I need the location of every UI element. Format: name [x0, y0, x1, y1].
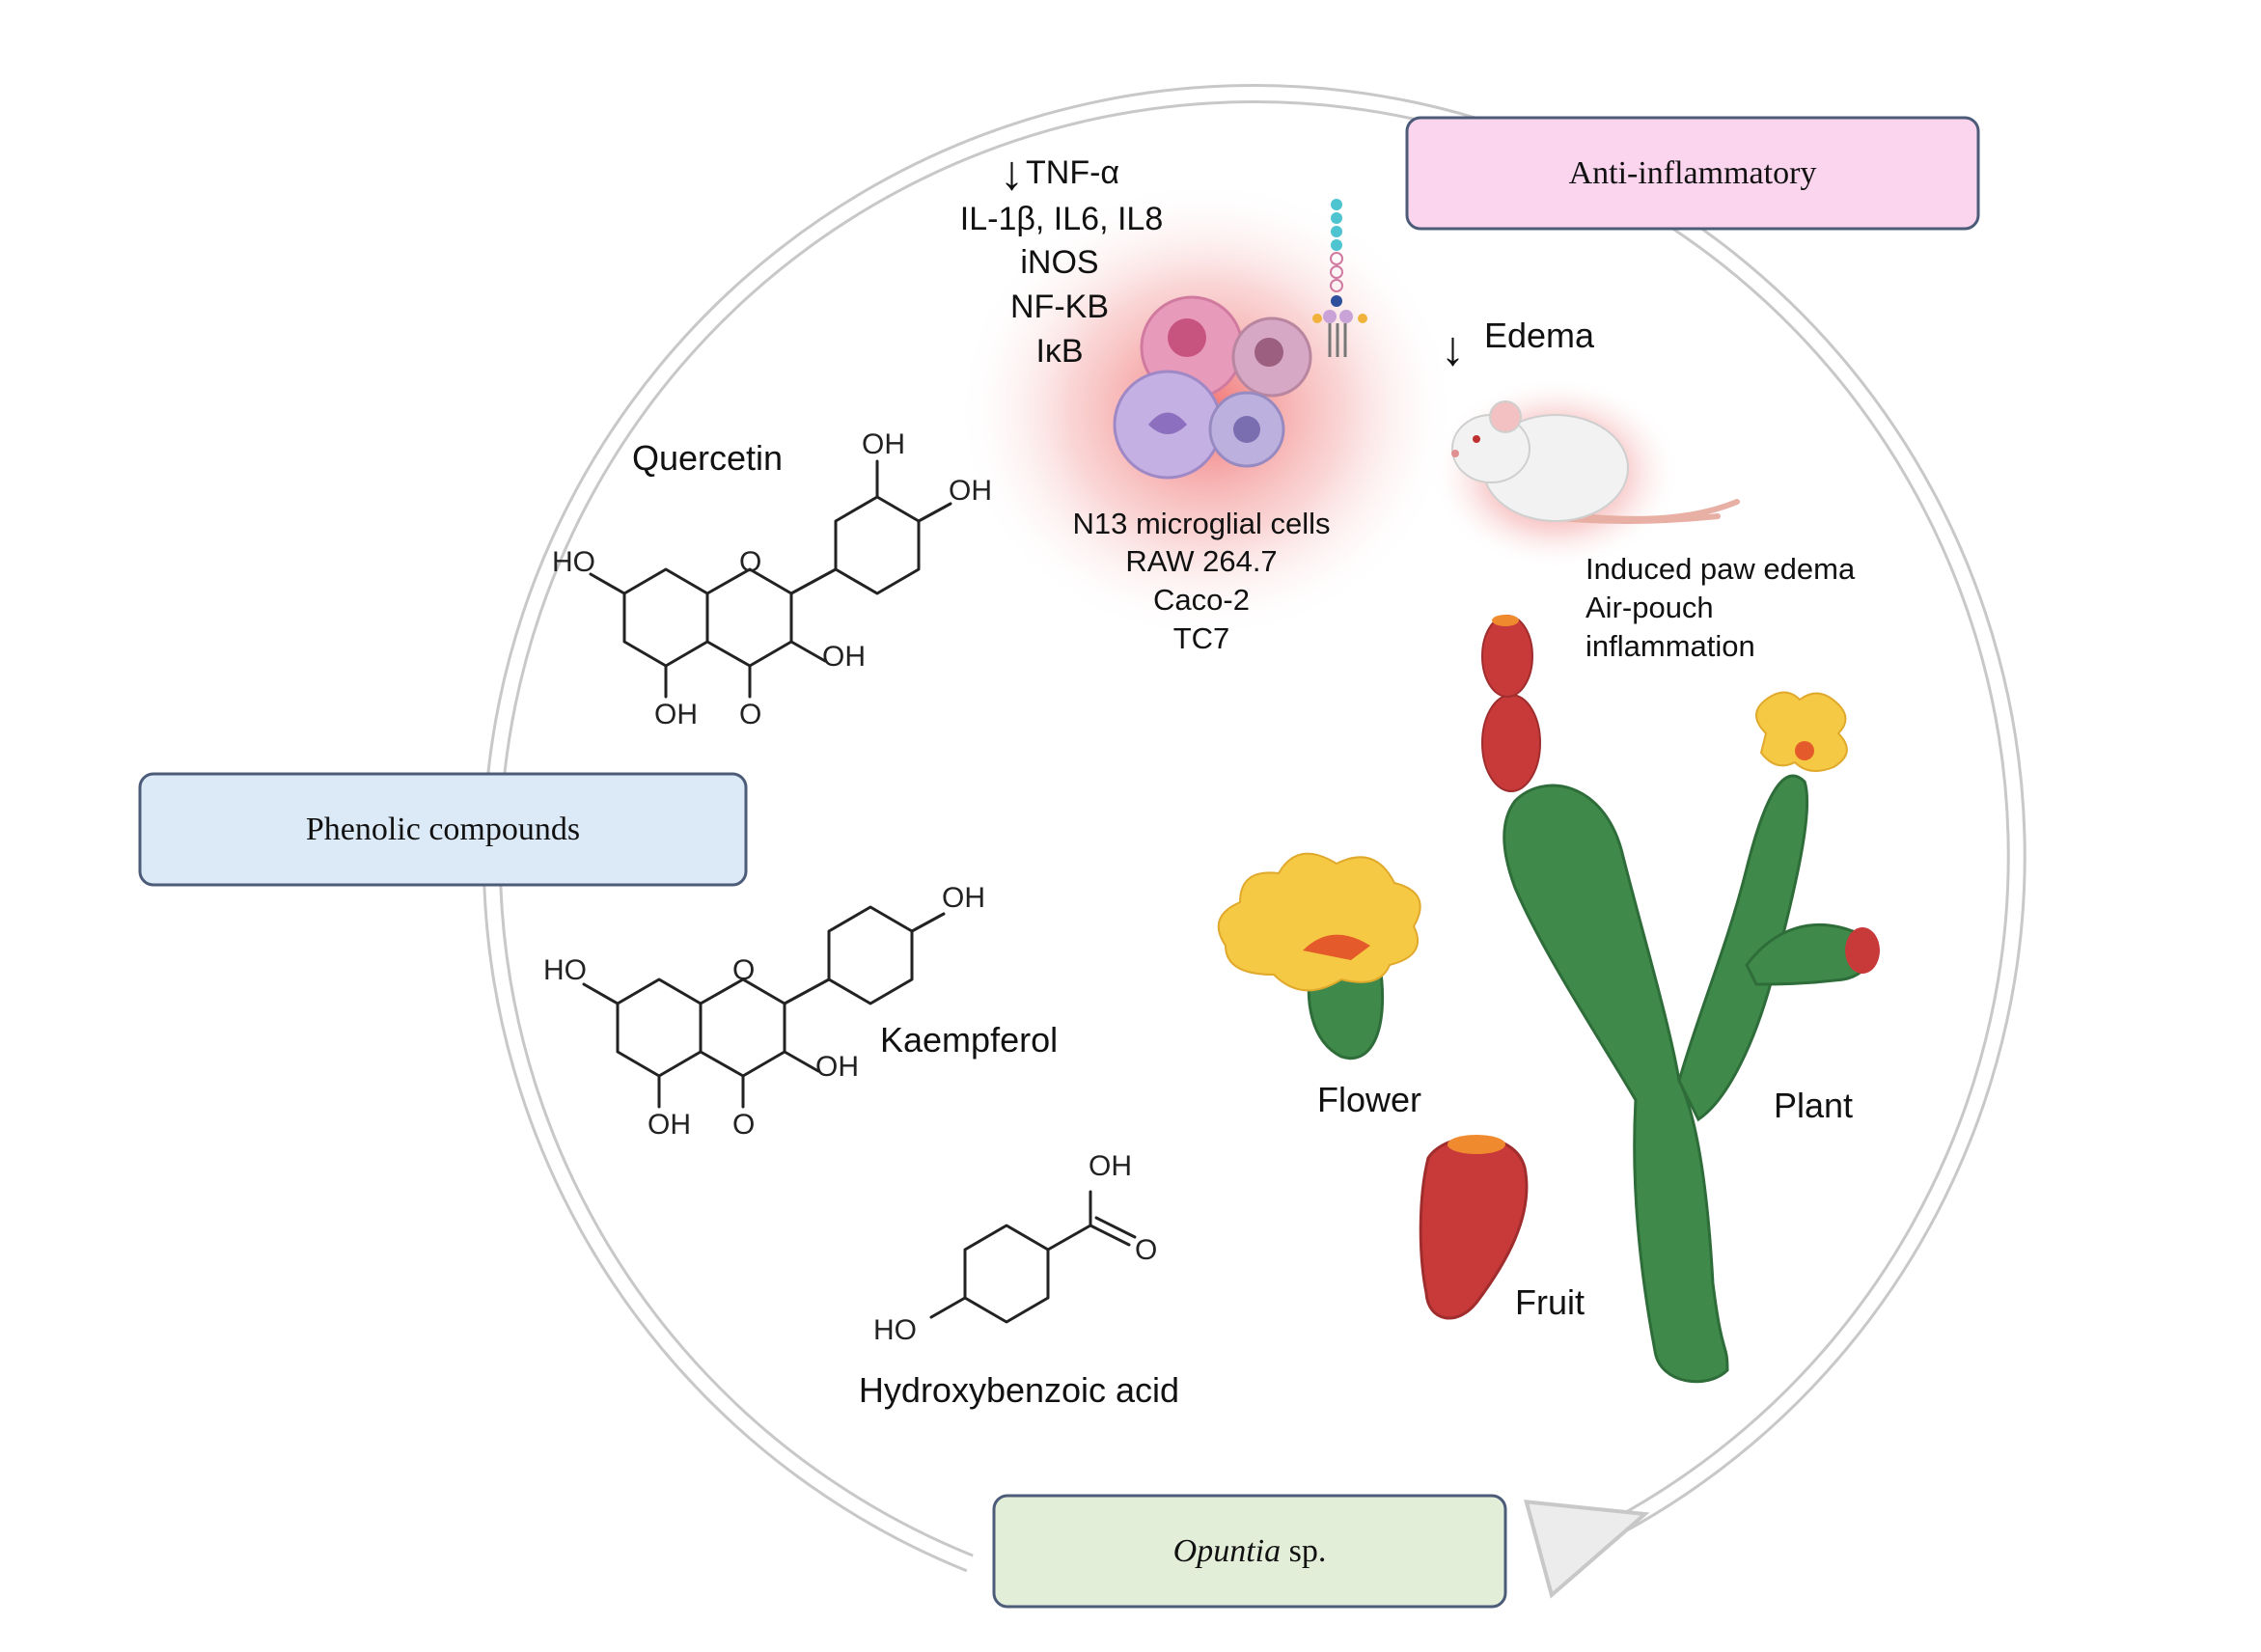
nfkb-label: NF-KB [1010, 289, 1109, 325]
hydroxybenzoic-label: Hydroxybenzoic acid [859, 1370, 1179, 1410]
animal-model-2: inflammation [1585, 629, 1755, 663]
flower-icon: Flower [1217, 852, 1421, 1119]
animal-models: Induced paw edema Air-pouch inflammation [1585, 552, 1856, 663]
h-ho-left: HO [873, 1314, 917, 1346]
cell-line-2: Caco-2 [1153, 583, 1250, 617]
edema-label: Edema [1484, 316, 1595, 355]
edema-arrow: ↓ [1441, 321, 1465, 375]
quercetin-structure: Quercetin OH OH HO O OH O OH [552, 428, 992, 730]
opuntia-box: Opuntia sp. [992, 1494, 1507, 1609]
cell-line-0: N13 microglial cells [1072, 507, 1330, 540]
opuntia-label: Opuntia sp. [1173, 1533, 1327, 1569]
h-carbonyl-o: O [1135, 1234, 1157, 1266]
k-carbonyl-o: O [732, 1109, 755, 1141]
k-ring-o: O [732, 954, 755, 986]
anti-inflammatory-label: Anti-inflammatory [1569, 155, 1817, 191]
phenolic-compounds-box: Phenolic compounds [138, 772, 748, 887]
ikb-label: IκB [1035, 333, 1083, 370]
kaempferol-label: Kaempferol [880, 1020, 1058, 1060]
kaempferol-structure: OH HO O OH O OH Kaempferol [543, 882, 1058, 1141]
animal-model-0: Induced paw edema [1585, 552, 1856, 586]
hydroxybenzoic-acid-structure: OH O HO Hydroxybenzoic acid [859, 1150, 1179, 1410]
q-oh-right: OH [949, 475, 992, 507]
q-ring-o: O [739, 546, 761, 578]
tnf-arrow: ↓ [1000, 146, 1024, 200]
phenolic-compounds-label: Phenolic compounds [306, 812, 580, 847]
k-oh-3: OH [815, 1051, 859, 1083]
cell-lines: N13 microglial cells RAW 264.7 Caco-2 TC… [1072, 507, 1330, 655]
cytokines-label: IL-1β, IL6, IL8 [960, 201, 1163, 237]
fruit-icon: Fruit [1419, 1135, 1585, 1322]
cycle-arrow [482, 84, 2027, 1599]
q-oh-top: OH [862, 428, 905, 460]
k-ho-left: HO [543, 954, 587, 986]
opuntia-genus: Opuntia [1173, 1533, 1281, 1569]
receptor-icon [1312, 199, 1367, 357]
quercetin-label: Quercetin [632, 438, 783, 478]
q-oh-5: OH [654, 699, 698, 730]
cell-line-1: RAW 264.7 [1125, 544, 1277, 578]
k-oh-5: OH [648, 1109, 691, 1141]
mouse-icon [1430, 376, 1740, 569]
animal-model-1: Air-pouch [1585, 591, 1714, 624]
inflammatory-markers: ↓ TNF-α IL-1β, IL6, IL8 iNOS NF-KB IκB [960, 146, 1163, 370]
flower-label: Flower [1317, 1080, 1421, 1119]
immune-cells-icon [1113, 295, 1312, 480]
fruit-label: Fruit [1515, 1282, 1585, 1322]
cycle-arrowhead [1524, 1500, 1650, 1599]
q-ho-left: HO [552, 546, 595, 578]
inos-label: iNOS [1020, 244, 1098, 281]
opuntia-suffix: sp. [1281, 1533, 1326, 1569]
anti-inflammatory-box: Anti-inflammatory [1405, 116, 1980, 231]
q-oh-3: OH [822, 641, 866, 673]
cactus-plant-icon [1481, 615, 1880, 1384]
k-oh-top: OH [942, 882, 985, 914]
h-oh-top: OH [1089, 1150, 1132, 1182]
cell-line-3: TC7 [1173, 621, 1230, 655]
tnf-label: TNF-α [1026, 154, 1119, 191]
q-carbonyl-o: O [739, 699, 761, 730]
plant-label: Plant [1774, 1086, 1853, 1125]
